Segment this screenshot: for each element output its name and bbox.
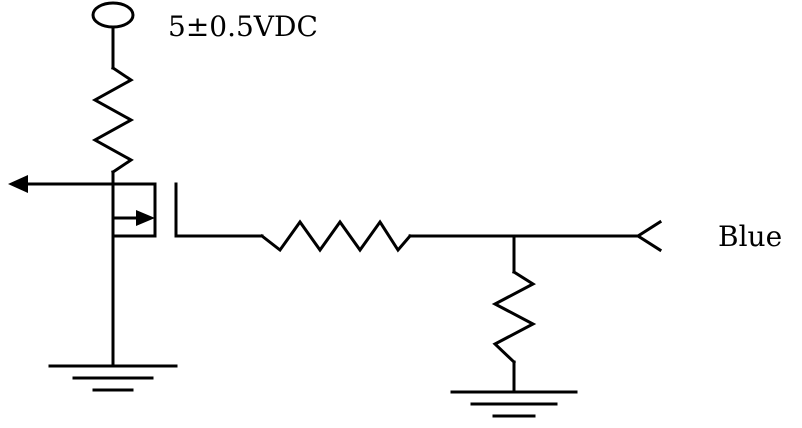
input-connector xyxy=(635,219,663,253)
mosfet-body-arrow xyxy=(136,210,155,226)
supply-terminal-circle xyxy=(91,1,135,29)
output-arrow-head xyxy=(8,175,28,193)
mosfet-transistor xyxy=(111,182,178,238)
series-gate-resistor xyxy=(259,219,413,253)
supply-terminal xyxy=(91,1,135,70)
pulldown-resistor xyxy=(491,269,537,365)
ground-symbol-left xyxy=(48,364,178,392)
input-label: Blue xyxy=(718,220,782,253)
supply-voltage-label: 5±0.5VDC xyxy=(168,10,318,43)
output-arrow xyxy=(8,175,115,193)
ground-symbol-right xyxy=(450,390,578,418)
pullup-resistor xyxy=(91,65,135,175)
